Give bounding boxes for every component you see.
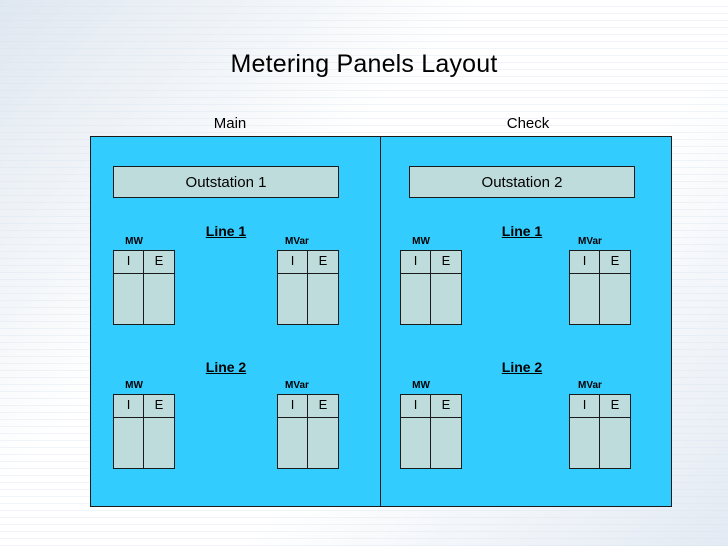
- meter-half-export: E: [144, 251, 174, 324]
- unit-label-check-line1-mvar: MVar: [578, 236, 602, 247]
- unit-label-main-line1-mw: MW: [125, 236, 143, 247]
- meter-divider: [144, 417, 174, 418]
- meter-half-import: I: [401, 251, 431, 324]
- meter-divider: [114, 273, 143, 274]
- meter-letter-e: E: [154, 253, 164, 268]
- meter-divider: [570, 417, 599, 418]
- meter-half-export: E: [431, 251, 461, 324]
- meter-half-export: E: [308, 395, 338, 468]
- panel-check: Outstation 2 Line 1 MW I E MVar I E: [381, 137, 671, 506]
- meter-letter-e: E: [610, 397, 620, 412]
- meter-letter-e: E: [441, 253, 451, 268]
- meter-half-import: I: [114, 251, 144, 324]
- meter-half-import: I: [278, 395, 308, 468]
- meter-letter-e: E: [318, 397, 328, 412]
- meter-check-line2-mw: I E: [400, 394, 462, 469]
- meter-letter-e: E: [610, 253, 620, 268]
- outstation-box-2: Outstation 2: [409, 166, 635, 198]
- unit-label-main-line1-mvar: MVar: [285, 236, 309, 247]
- meter-letter-i: I: [582, 253, 587, 268]
- meter-half-export: E: [431, 395, 461, 468]
- meter-letter-e: E: [154, 397, 164, 412]
- meter-divider: [114, 417, 143, 418]
- line-label-main-line2: Line 2: [205, 359, 247, 375]
- unit-label-main-line2-mw: MW: [125, 380, 143, 391]
- meter-letter-e: E: [441, 397, 451, 412]
- meter-main-line2-mvar: I E: [277, 394, 339, 469]
- meter-main-line1-mw: I E: [113, 250, 175, 325]
- unit-label-check-line2-mw: MW: [412, 380, 430, 391]
- meter-divider: [278, 417, 307, 418]
- column-label-main: Main: [213, 115, 247, 132]
- meter-divider: [600, 273, 630, 274]
- meter-letter-i: I: [290, 397, 295, 412]
- unit-label-main-line2-mvar: MVar: [285, 380, 309, 391]
- meter-divider: [401, 417, 430, 418]
- meter-divider: [600, 417, 630, 418]
- meter-divider: [144, 273, 174, 274]
- meter-half-export: E: [144, 395, 174, 468]
- meter-divider: [431, 417, 461, 418]
- metering-panels-diagram: Outstation 1 Line 1 MW I E MVar I E: [90, 136, 672, 507]
- meter-main-line1-mvar: I E: [277, 250, 339, 325]
- meter-divider: [308, 417, 338, 418]
- meter-letter-i: I: [290, 253, 295, 268]
- unit-label-check-line2-mvar: MVar: [578, 380, 602, 391]
- line-label-main-line1: Line 1: [205, 223, 247, 239]
- line-label-check-line1: Line 1: [501, 223, 543, 239]
- meter-check-line1-mw: I E: [400, 250, 462, 325]
- meter-half-export: E: [600, 251, 630, 324]
- meter-letter-i: I: [582, 397, 587, 412]
- meter-divider: [570, 273, 599, 274]
- meter-half-import: I: [570, 251, 600, 324]
- meter-check-line2-mvar: I E: [569, 394, 631, 469]
- outstation-box-1: Outstation 1: [113, 166, 339, 198]
- meter-half-export: E: [308, 251, 338, 324]
- meter-divider: [431, 273, 461, 274]
- page-title: Metering Panels Layout: [230, 50, 498, 78]
- meter-letter-i: I: [413, 397, 418, 412]
- meter-divider: [308, 273, 338, 274]
- unit-label-check-line1-mw: MW: [412, 236, 430, 247]
- meter-half-import: I: [278, 251, 308, 324]
- column-label-check: Check: [506, 115, 550, 132]
- meter-divider: [401, 273, 430, 274]
- meter-main-line2-mw: I E: [113, 394, 175, 469]
- meter-letter-i: I: [126, 397, 131, 412]
- meter-letter-e: E: [318, 253, 328, 268]
- meter-divider: [278, 273, 307, 274]
- meter-half-import: I: [570, 395, 600, 468]
- line-label-check-line2: Line 2: [501, 359, 543, 375]
- meter-half-import: I: [114, 395, 144, 468]
- meter-letter-i: I: [126, 253, 131, 268]
- meter-half-export: E: [600, 395, 630, 468]
- meter-half-import: I: [401, 395, 431, 468]
- meter-letter-i: I: [413, 253, 418, 268]
- panel-main: Outstation 1 Line 1 MW I E MVar I E: [91, 137, 381, 506]
- meter-check-line1-mvar: I E: [569, 250, 631, 325]
